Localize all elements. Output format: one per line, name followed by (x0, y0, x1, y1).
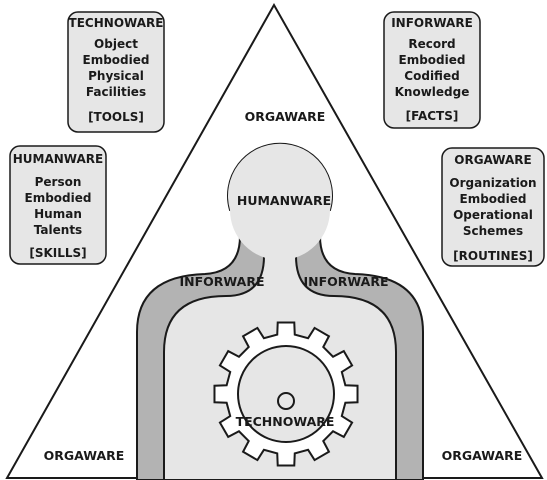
humanware-label: HUMANWARE (237, 193, 331, 208)
orgaware-box-line-1: Organization (449, 176, 536, 190)
orgaware-bottom-right-label: ORGAWARE (442, 448, 523, 463)
humanware-head (228, 143, 332, 260)
technoware-box-line-3: Physical (88, 69, 144, 83)
technoware-box-tag: [TOOLS] (88, 110, 144, 124)
orgaware-top-label: ORGAWARE (245, 109, 326, 124)
humanware-box-title: HUMANWARE (13, 152, 103, 166)
orgaware-box-tag: [ROUTINES] (453, 249, 533, 263)
humanware-box-line-2: Embodied (25, 191, 92, 205)
orgaware-box-line-2: Embodied (460, 192, 527, 206)
technoware-box-line-2: Embodied (83, 53, 150, 67)
technoware-gear (213, 321, 359, 467)
inforware-box-line-1: Record (408, 37, 455, 51)
inforware-box-tag: [FACTS] (406, 109, 459, 123)
technoware-box-line-4: Facilities (86, 85, 146, 99)
inforware-box-line-3: Codified (404, 69, 459, 83)
humanware-box-line-1: Person (35, 175, 82, 189)
orgaware-box-line-3: Operational (453, 208, 533, 222)
technoware-box-line-1: Object (94, 37, 138, 51)
gear-hub (277, 392, 295, 410)
inforware-right-label: INFORWARE (304, 274, 389, 289)
inforware-left-label: INFORWARE (180, 274, 265, 289)
inforware-box-line-2: Embodied (399, 53, 466, 67)
technoware-box: TECHNOWARE Object Embodied Physical Faci… (67, 11, 165, 133)
inforware-box-line-4: Knowledge (395, 85, 470, 99)
technoware-box-title: TECHNOWARE (69, 16, 164, 30)
humanware-box-line-3: Human (34, 207, 82, 221)
orgaware-box-title: ORGAWARE (454, 153, 531, 167)
humanware-box: HUMANWARE Person Embodied Human Talents … (9, 145, 107, 265)
technoware-label: TECHNOWARE (236, 414, 335, 429)
orgaware-box: ORGAWARE Organization Embodied Operation… (441, 147, 545, 267)
orgaware-box-line-4: Schemes (463, 224, 523, 238)
orgaware-bottom-left-label: ORGAWARE (44, 448, 125, 463)
humanware-box-line-4: Talents (34, 223, 82, 237)
humanware-box-tag: [SKILLS] (29, 246, 86, 260)
inforware-box: INFORWARE Record Embodied Codified Knowl… (383, 11, 481, 129)
inforware-box-title: INFORWARE (391, 16, 473, 30)
